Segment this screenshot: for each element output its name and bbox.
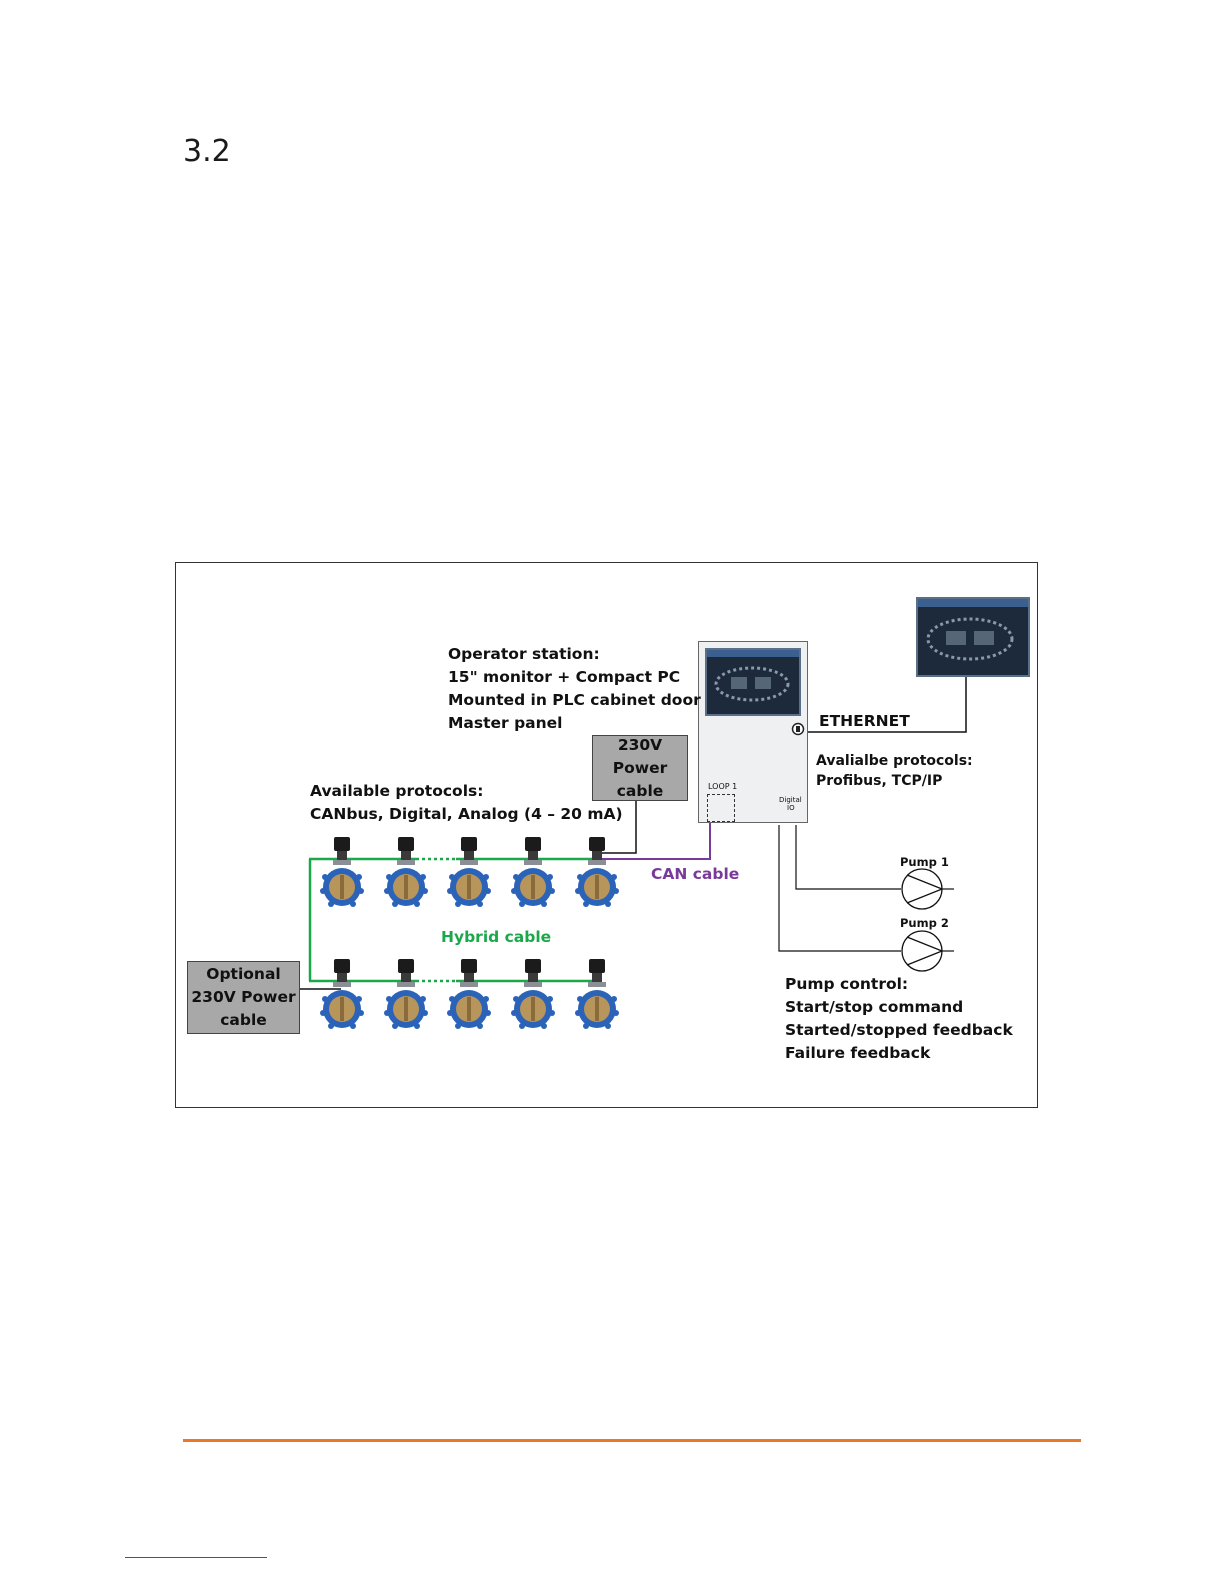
cabinet-monitor: [705, 648, 801, 716]
power-box-line-1: 230V: [617, 735, 663, 754]
optional-power-line-3: cable: [220, 1011, 267, 1029]
valve-top-4: [511, 837, 555, 907]
loop1-label: LOOP 1: [708, 782, 738, 791]
pump-2-label: Pump 2: [900, 916, 949, 930]
optional-power-line-1: Optional: [206, 965, 281, 983]
loop1-terminal: [707, 794, 735, 822]
power-cable-box: 230V Power cable: [592, 735, 688, 801]
valve-bottom-5: [575, 959, 619, 1029]
power-box-line-2: Power: [612, 758, 668, 777]
footer-rule: [183, 1439, 1081, 1442]
optional-power-box: Optional 230V Power cable: [187, 961, 300, 1034]
plc-protocols-line-2: Profibus, TCP/IP: [816, 773, 943, 789]
protocols-line-1: Available protocols:: [310, 782, 484, 800]
pump1-wire: [795, 825, 901, 890]
hybrid-cable-label: Hybrid cable: [441, 928, 552, 946]
hmi-screen-icon: [918, 599, 1028, 661]
ethernet-label: ETHERNET: [819, 712, 910, 730]
valve-top-3: [447, 837, 491, 907]
operator-station-line-1: Operator station:: [448, 645, 600, 663]
digital-io-label-2: IO: [787, 804, 795, 812]
valve-top-2: [384, 837, 428, 907]
power-box-line-3: cable: [616, 781, 664, 800]
plc-cabinet: LOOP 1 Digital IO: [698, 641, 808, 823]
operator-station-line-4: Master panel: [448, 714, 563, 732]
pump-control-line-3: Started/stopped feedback: [785, 1021, 1013, 1039]
hmi-screen-icon: [707, 650, 799, 702]
external-monitor: [916, 597, 1030, 677]
operator-station-line-2: 15" monitor + Compact PC: [448, 668, 681, 686]
pump-control-line-2: Start/stop command: [785, 998, 964, 1016]
valve-bottom-3: [447, 959, 491, 1029]
pump-2-icon: [901, 930, 954, 972]
plc-protocols-line-1: Avalialbe protocols:: [816, 753, 973, 769]
power-cable-line: [596, 801, 637, 854]
optional-power-line-2: 230V Power: [191, 988, 296, 1006]
can-cable-label: CAN cable: [651, 865, 740, 883]
pump-control-line-1: Pump control:: [785, 975, 909, 993]
can-cable-line: [596, 821, 711, 860]
section-number: 3.2: [183, 134, 231, 169]
operator-station-line-3: Mounted in PLC cabinet door: [448, 691, 701, 709]
digital-io-label-1: Digital: [779, 796, 802, 804]
pump2-wire: [778, 825, 901, 952]
wiring-layer: [300, 675, 967, 1029]
pump-1-label: Pump 1: [900, 855, 949, 869]
valve-bottom-1: [320, 959, 364, 1029]
valve-top-5: [575, 837, 619, 907]
cabinet-lock-icon: [791, 722, 805, 736]
valve-top-1: [320, 837, 364, 907]
footer-link-underline: [125, 1557, 267, 1558]
pump-control-line-4: Failure feedback: [785, 1044, 931, 1062]
ethernet-line: [808, 675, 967, 733]
pump-1-icon: [901, 868, 954, 910]
protocols-line-2: CANbus, Digital, Analog (4 – 20 mA): [310, 805, 623, 823]
valve-bottom-4: [511, 959, 555, 1029]
system-diagram: LOOP 1 Digital IO Operator station: 15" …: [175, 562, 1038, 1108]
valve-bottom-2: [384, 959, 428, 1029]
